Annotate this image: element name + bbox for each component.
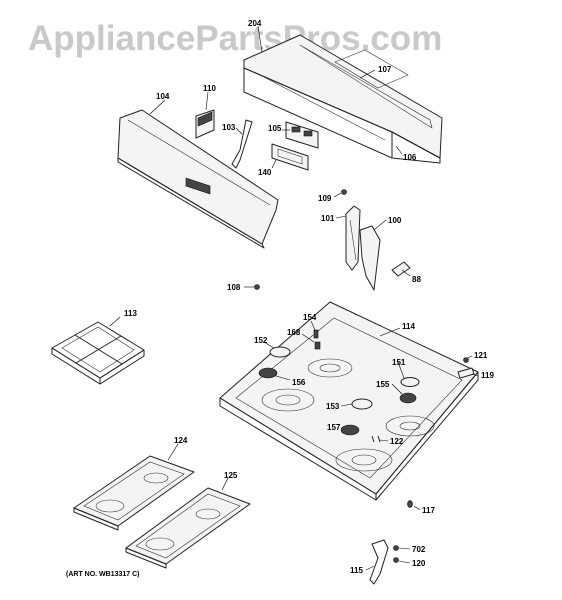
label-101: 101 xyxy=(321,214,335,223)
part-117 xyxy=(407,500,413,508)
burner-156 xyxy=(258,367,278,379)
part-109 xyxy=(341,189,347,195)
label-108: 108 xyxy=(227,283,241,292)
label-110: 110 xyxy=(203,84,216,93)
watermark: AppliancePartsPros.com xyxy=(28,19,442,58)
part-140 xyxy=(271,143,309,171)
label-106: 106 xyxy=(403,153,417,162)
cap-151 xyxy=(400,377,420,387)
label-156: 156 xyxy=(292,378,306,387)
part-122 xyxy=(371,435,381,443)
label-121: 121 xyxy=(474,351,488,360)
label-155: 155 xyxy=(376,380,390,389)
label-140: 140 xyxy=(258,168,272,177)
label-119: 119 xyxy=(481,371,494,380)
label-152: 152 xyxy=(254,336,268,345)
part-108 xyxy=(254,284,260,290)
part-110 xyxy=(195,109,215,139)
burner-155 xyxy=(399,392,417,404)
label-104: 104 xyxy=(156,92,170,101)
part-119 xyxy=(457,367,475,379)
label-151: 151 xyxy=(392,358,406,367)
part-backsplash xyxy=(243,34,443,164)
label-88: 88 xyxy=(412,275,421,284)
part-168 xyxy=(314,341,321,350)
label-124: 124 xyxy=(174,436,188,445)
label-125: 125 xyxy=(224,471,238,480)
burner-157 xyxy=(340,424,360,436)
part-101-100 xyxy=(345,205,381,291)
part-120 xyxy=(393,557,399,563)
label-154: 154 xyxy=(303,313,317,322)
part-88 xyxy=(391,261,411,277)
part-121 xyxy=(463,357,469,363)
label-204: 204 xyxy=(248,19,262,28)
part-114-cooktop xyxy=(219,301,479,501)
label-113: 113 xyxy=(124,309,137,318)
label-103: 103 xyxy=(222,123,236,132)
label-122: 122 xyxy=(390,437,404,446)
part-124-drip-pan xyxy=(73,455,195,531)
label-168: 168 xyxy=(287,328,301,337)
art-number: (ART NO. WB13317 C) xyxy=(66,571,140,578)
label-117: 117 xyxy=(422,506,435,515)
part-702 xyxy=(393,545,399,551)
cap-152 xyxy=(269,346,291,358)
label-114: 114 xyxy=(402,322,415,331)
label-105: 105 xyxy=(268,124,282,133)
part-115 xyxy=(369,539,389,585)
part-103 xyxy=(231,119,253,169)
label-702: 702 xyxy=(412,545,426,554)
cap-153 xyxy=(351,398,373,410)
part-125-drip-pan xyxy=(125,487,251,569)
leader-lines xyxy=(109,25,479,571)
label-153: 153 xyxy=(326,402,340,411)
part-control-panel xyxy=(117,109,279,249)
label-109: 109 xyxy=(318,194,332,203)
part-113-grate xyxy=(51,321,145,385)
label-107: 107 xyxy=(378,65,392,74)
part-labels: 204 107 110 104 103 105 106 140 109 101 … xyxy=(124,19,494,575)
part-154 xyxy=(313,329,319,339)
label-120: 120 xyxy=(412,559,426,568)
label-115: 115 xyxy=(350,566,363,575)
label-100: 100 xyxy=(388,216,402,225)
part-105 xyxy=(285,121,319,149)
label-157: 157 xyxy=(327,423,341,432)
